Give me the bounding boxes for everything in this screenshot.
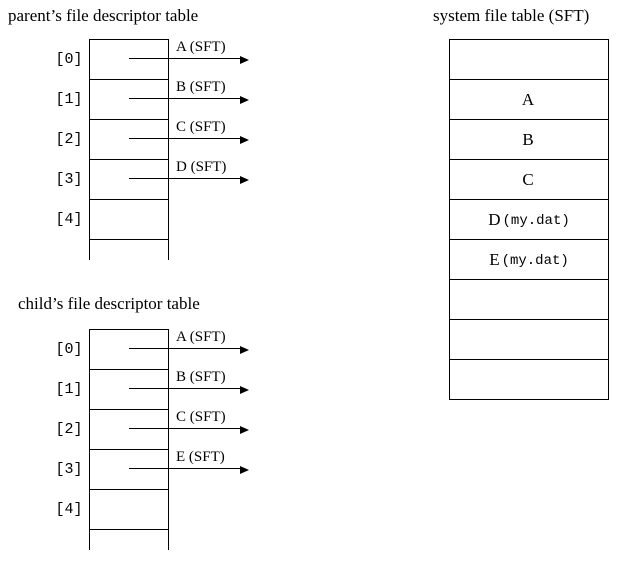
fd-index-label: [2] bbox=[55, 131, 83, 148]
sft-entry-name: B bbox=[522, 130, 534, 149]
pointer-arrow-line bbox=[129, 428, 241, 429]
pointer-arrowhead-icon bbox=[240, 176, 249, 184]
pointer-arrowhead-icon bbox=[240, 386, 249, 394]
system-file-table: A B C D (my.dat) E (my.dat) bbox=[449, 39, 609, 400]
child-fd-box bbox=[89, 329, 169, 550]
sft-entry-name: E bbox=[489, 250, 500, 269]
fd-index-label: [3] bbox=[55, 171, 83, 188]
fd-cell-open bbox=[90, 240, 168, 260]
fd-index-label: [1] bbox=[55, 91, 83, 108]
fd-index-label: [3] bbox=[55, 461, 83, 478]
pointer-target-label: B (SFT) bbox=[176, 79, 226, 95]
fd-index-label: [2] bbox=[55, 421, 83, 438]
parent-fd-box bbox=[89, 39, 169, 260]
fd-cell-0 bbox=[90, 40, 168, 80]
pointer-arrowhead-icon bbox=[240, 136, 249, 144]
pointer-arrowhead-icon bbox=[240, 56, 249, 64]
pointer-target-label: C (SFT) bbox=[176, 409, 226, 425]
fd-cell-open bbox=[90, 530, 168, 550]
pointer-target-label: A (SFT) bbox=[176, 329, 226, 345]
pointer-arrowhead-icon bbox=[240, 466, 249, 474]
fd-cell-0 bbox=[90, 330, 168, 370]
sft-row-0 bbox=[450, 40, 608, 80]
sft-row-4: D (my.dat) bbox=[450, 200, 608, 240]
sft-row-6 bbox=[450, 280, 608, 320]
sft-row-7 bbox=[450, 320, 608, 360]
pointer-arrow-line bbox=[129, 388, 241, 389]
pointer-arrowhead-icon bbox=[240, 346, 249, 354]
child-fd-table: [0] [1] [2] [3] [4] A (SFT) B (SFT) C (S… bbox=[0, 329, 300, 554]
fd-cell-3 bbox=[90, 160, 168, 200]
parent-table-title: parent’s file descriptor table bbox=[8, 6, 199, 25]
pointer-target-label: B (SFT) bbox=[176, 369, 226, 385]
sft-entry-file: (my.dat) bbox=[502, 212, 570, 229]
fd-cell-2 bbox=[90, 410, 168, 450]
fd-index-label: [0] bbox=[55, 51, 83, 68]
fd-cell-4 bbox=[90, 490, 168, 530]
fd-index-label: [1] bbox=[55, 381, 83, 398]
sft-title: system file table (SFT) bbox=[433, 6, 590, 25]
fd-cell-3 bbox=[90, 450, 168, 490]
sft-row-1: A bbox=[450, 80, 608, 120]
fd-cell-4 bbox=[90, 200, 168, 240]
sft-entry-name: C bbox=[522, 170, 534, 189]
sft-row-3: C bbox=[450, 160, 608, 200]
pointer-arrow-line bbox=[129, 468, 241, 469]
pointer-arrow-line bbox=[129, 178, 241, 179]
sft-row-8 bbox=[450, 360, 608, 400]
pointer-target-label: C (SFT) bbox=[176, 119, 226, 135]
child-table-title: child’s file descriptor table bbox=[18, 294, 200, 313]
pointer-arrow-line bbox=[129, 348, 241, 349]
fd-cell-1 bbox=[90, 80, 168, 120]
sft-row-5: E (my.dat) bbox=[450, 240, 608, 280]
pointer-arrow-line bbox=[129, 138, 241, 139]
pointer-target-label: D (SFT) bbox=[176, 159, 227, 175]
fd-index-label: [4] bbox=[55, 501, 83, 518]
pointer-arrow-line bbox=[129, 58, 241, 59]
sft-entry-file: (my.dat) bbox=[501, 252, 569, 269]
sft-entry-name: A bbox=[521, 90, 535, 109]
sft-entry-name: D bbox=[488, 210, 501, 229]
fd-cell-1 bbox=[90, 370, 168, 410]
parent-fd-table: [0] [1] [2] [3] [4] A (SFT) B (SFT) C (S… bbox=[0, 39, 300, 264]
pointer-target-label: A (SFT) bbox=[176, 39, 226, 55]
pointer-arrowhead-icon bbox=[240, 426, 249, 434]
pointer-arrowhead-icon bbox=[240, 96, 249, 104]
pointer-arrow-line bbox=[129, 98, 241, 99]
pointer-target-label: E (SFT) bbox=[176, 449, 225, 465]
fd-index-label: [4] bbox=[55, 211, 83, 228]
fd-index-label: [0] bbox=[55, 341, 83, 358]
fd-cell-2 bbox=[90, 120, 168, 160]
sft-row-2: B bbox=[450, 120, 608, 160]
